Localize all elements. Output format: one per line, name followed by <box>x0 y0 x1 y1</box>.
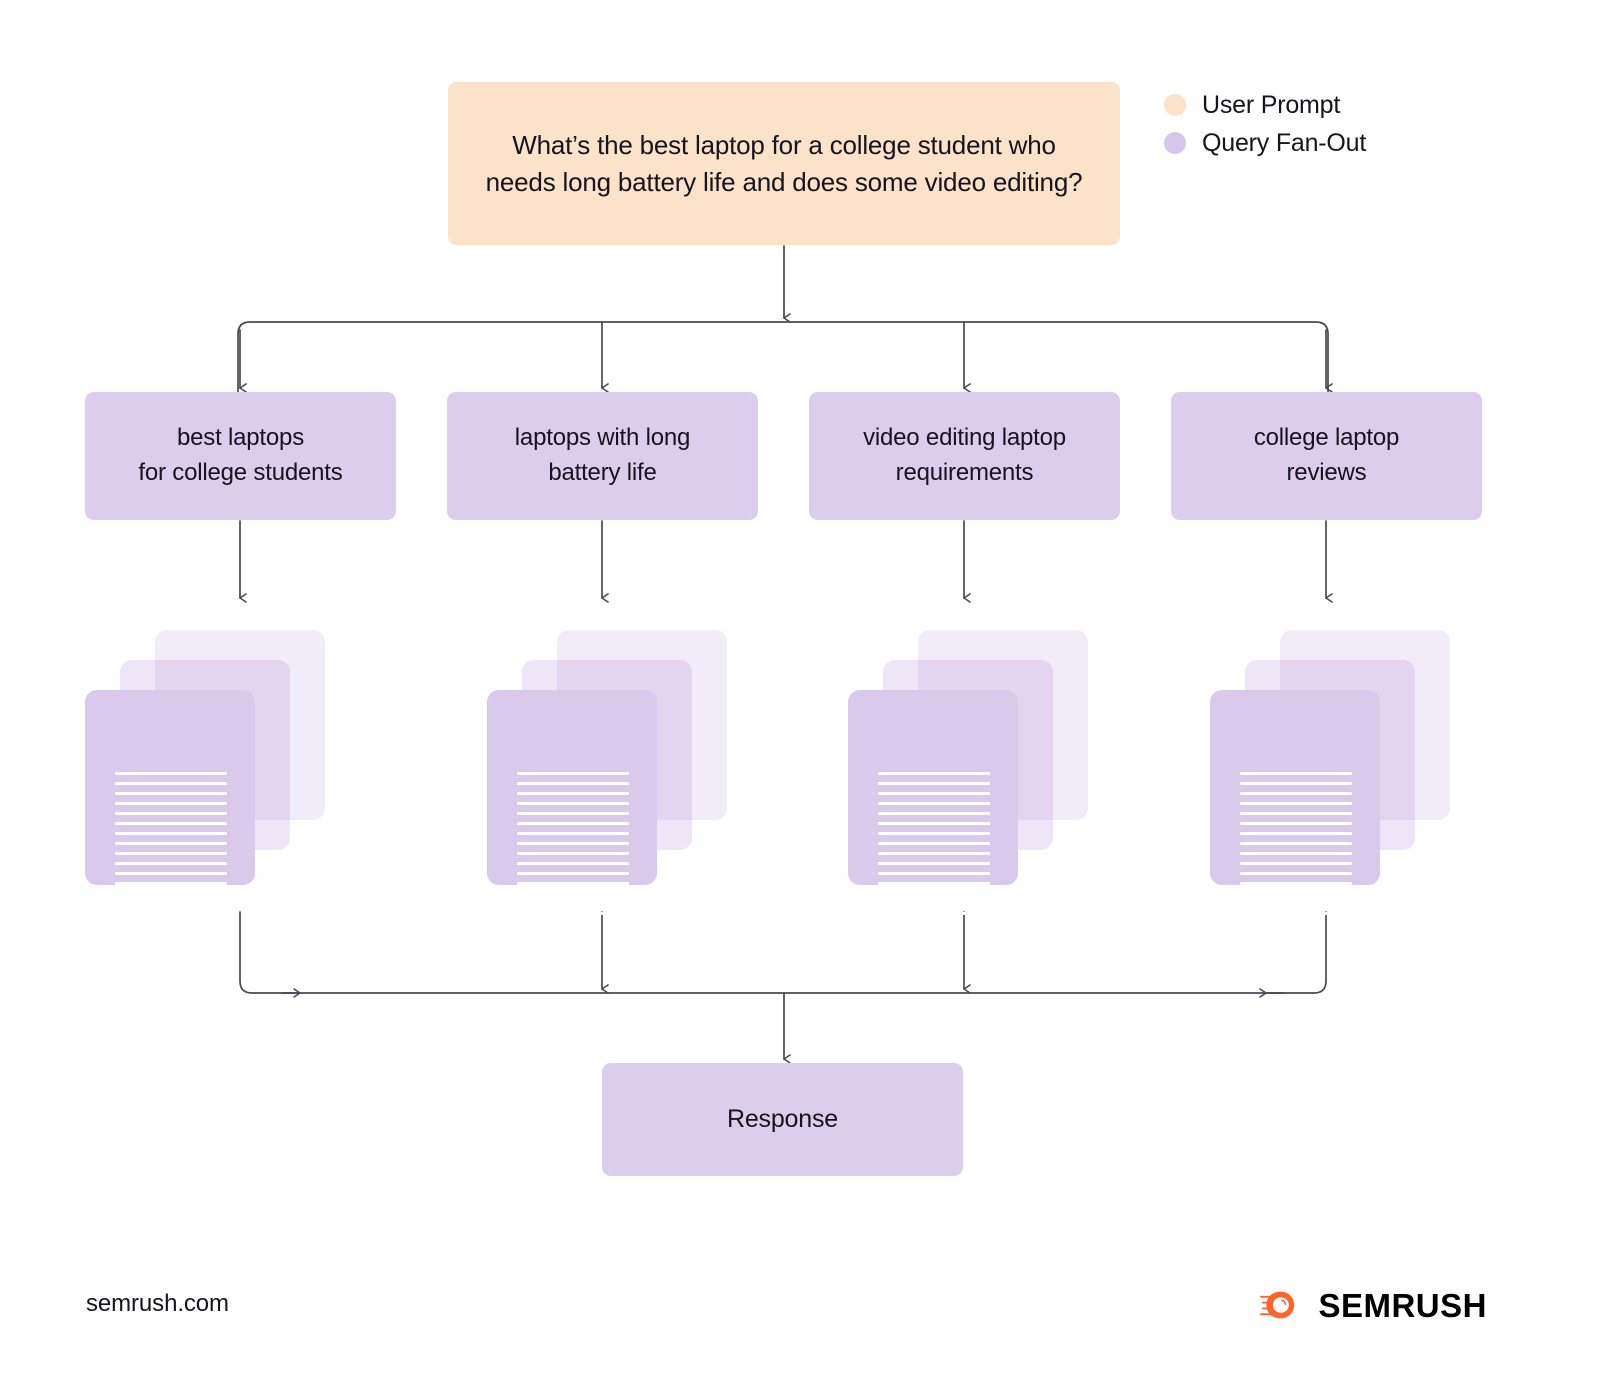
document-text-line <box>1240 922 1319 925</box>
document-text-line <box>517 872 629 875</box>
document-card-front <box>1210 690 1380 925</box>
response-box: Response <box>602 1063 963 1176</box>
query-box: best laptops for college students <box>85 392 396 520</box>
document-text-line <box>115 802 227 805</box>
legend-label: Query Fan-Out <box>1202 128 1367 157</box>
document-stack <box>1210 630 1450 925</box>
document-text-line <box>115 912 227 915</box>
document-text-lines <box>1240 772 1352 932</box>
document-text-line <box>517 852 629 855</box>
document-text-line <box>517 902 629 905</box>
query-box: video editing laptop requirements <box>809 392 1120 520</box>
document-stack <box>848 630 1088 925</box>
document-text-line <box>517 842 629 845</box>
document-text-line <box>1240 812 1352 815</box>
source-url: semrush.com <box>86 1290 229 1317</box>
document-text-line <box>1240 862 1352 865</box>
legend-item-query-fan-out: Query Fan-Out <box>1164 124 1366 162</box>
document-text-line <box>878 922 957 925</box>
document-text-lines <box>878 772 990 932</box>
document-text-line <box>1240 882 1352 885</box>
document-text-line <box>1240 842 1352 845</box>
semrush-logo: SEMRUSH <box>1260 1288 1487 1322</box>
document-text-line <box>1240 912 1352 915</box>
document-text-line <box>1240 792 1352 795</box>
document-text-line <box>878 902 990 905</box>
legend: User Prompt Query Fan-Out <box>1164 86 1366 162</box>
document-text-line <box>878 782 990 785</box>
document-stack <box>487 630 727 925</box>
document-text-line <box>517 892 629 895</box>
document-text-line <box>1240 852 1352 855</box>
document-text-line <box>517 912 629 915</box>
query-box-label: video editing laptop requirements <box>863 424 1066 486</box>
document-text-line <box>517 812 629 815</box>
user-prompt-text: What’s the best laptop for a college stu… <box>485 129 1083 197</box>
query-box: college laptop reviews <box>1171 392 1482 520</box>
document-text-line <box>115 772 227 775</box>
query-box: laptops with long battery life <box>447 392 758 520</box>
document-text-line <box>1240 872 1352 875</box>
user-prompt-box: What’s the best laptop for a college stu… <box>448 82 1120 245</box>
document-text-line <box>1240 772 1352 775</box>
legend-item-user-prompt: User Prompt <box>1164 86 1366 124</box>
document-text-line <box>878 842 990 845</box>
circle-dot-icon <box>1164 132 1186 154</box>
document-card-front <box>848 690 1018 925</box>
document-text-line <box>878 812 990 815</box>
document-text-line <box>1240 902 1352 905</box>
document-text-line <box>517 792 629 795</box>
document-text-line <box>517 782 629 785</box>
document-text-line <box>878 892 990 895</box>
document-text-line <box>115 892 227 895</box>
document-text-line <box>878 772 990 775</box>
document-text-line <box>1240 782 1352 785</box>
document-text-line <box>517 862 629 865</box>
semrush-wordmark: SEMRUSH <box>1318 1286 1487 1324</box>
document-text-line <box>115 792 227 795</box>
document-text-line <box>517 802 629 805</box>
document-text-line <box>115 862 227 865</box>
document-text-line <box>115 922 194 925</box>
document-text-line <box>517 822 629 825</box>
document-text-line <box>115 902 227 905</box>
document-text-line <box>878 852 990 855</box>
document-text-lines <box>115 772 227 932</box>
document-text-line <box>878 792 990 795</box>
document-text-line <box>115 782 227 785</box>
document-text-line <box>1240 832 1352 835</box>
document-card-front <box>85 690 255 925</box>
semrush-comet-icon <box>1260 1291 1295 1319</box>
document-text-line <box>115 832 227 835</box>
document-text-line <box>115 822 227 825</box>
document-text-line <box>878 872 990 875</box>
document-text-line <box>1240 822 1352 825</box>
document-text-line <box>115 842 227 845</box>
query-box-label: college laptop reviews <box>1253 424 1400 486</box>
document-text-line <box>517 882 629 885</box>
document-text-lines <box>517 772 629 932</box>
document-text-line <box>878 802 990 805</box>
document-text-line <box>878 832 990 835</box>
document-text-line <box>115 812 227 815</box>
document-text-line <box>878 912 990 915</box>
document-text-line <box>517 832 629 835</box>
document-text-line <box>1240 892 1352 895</box>
query-box-label: laptops with long battery life <box>514 424 691 486</box>
response-label: Response <box>727 1105 838 1133</box>
circle-dot-icon <box>1164 94 1186 116</box>
document-text-line <box>517 922 596 925</box>
document-text-line <box>517 772 629 775</box>
document-text-line <box>115 852 227 855</box>
document-card-front <box>487 690 657 925</box>
legend-label: User Prompt <box>1202 90 1341 119</box>
document-text-line <box>1240 802 1352 805</box>
document-stack <box>85 630 325 925</box>
document-text-line <box>115 882 227 885</box>
document-text-line <box>878 862 990 865</box>
query-box-label: best laptops for college students <box>138 424 343 486</box>
document-text-line <box>115 872 227 875</box>
document-text-line <box>878 822 990 825</box>
document-text-line <box>878 882 990 885</box>
